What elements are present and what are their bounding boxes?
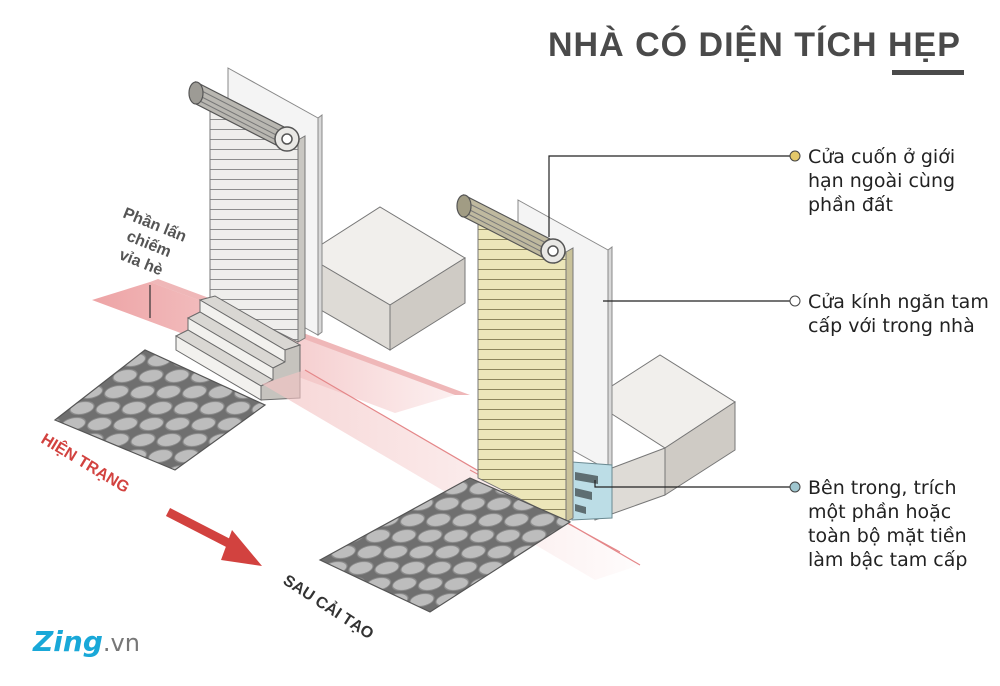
page-title: NHÀ CÓ DIỆN TÍCH HẸP xyxy=(548,26,961,64)
callout-shutter-line-1: Cửa cuốn ở giới xyxy=(808,146,956,168)
callout-steps-line-1: Bên trong, trích xyxy=(808,477,957,499)
transition-arrow xyxy=(165,507,262,566)
callout-dot-1 xyxy=(789,150,801,162)
callout-shutter: Cửa cuốn ở giới hạn ngoài cùng phần đất xyxy=(808,145,955,217)
callout-dot-2 xyxy=(789,295,801,307)
callout-leaders xyxy=(548,150,801,493)
callout-steps-line-3: toàn bộ mặt tiền xyxy=(808,525,967,547)
callout-glass-line-2: cấp với trong nhà xyxy=(808,315,975,337)
callout-glass: Cửa kính ngăn tam cấp với trong nhà xyxy=(808,290,989,338)
zing-logo[interactable]: Zing.vn xyxy=(33,625,140,658)
shutter-roller-after xyxy=(456,194,566,264)
floor-slab-after-side xyxy=(664,401,736,496)
callout-steps: Bên trong, trích một phần hoặc toàn bộ m… xyxy=(808,476,967,572)
callout-glass-line-1: Cửa kính ngăn tam xyxy=(808,291,989,313)
title-underline xyxy=(892,70,964,75)
logo-suffix: .vn xyxy=(102,629,140,657)
encroach-label: Phần lấn chiếm vỉa hè xyxy=(117,205,189,279)
before-scene xyxy=(53,67,470,471)
steps-after xyxy=(571,461,613,521)
callout-steps-line-2: một phần hoặc xyxy=(808,501,952,523)
after-scene xyxy=(262,194,736,613)
label-after: SAU CẢI TẠO xyxy=(280,570,378,643)
callout-shutter-line-2: hạn ngoài cùng xyxy=(808,170,956,192)
steps-before xyxy=(174,295,302,401)
callout-shutter-line-3: phần đất xyxy=(808,194,893,216)
sidewalk-after xyxy=(318,477,572,613)
logo-brand: Zing xyxy=(33,625,103,658)
callout-dot-3 xyxy=(789,481,801,493)
shutter-roller-before xyxy=(188,81,300,152)
callout-steps-line-4: làm bậc tam cấp xyxy=(808,549,968,571)
floor-slab-before-side xyxy=(389,257,466,351)
sidewalk-before xyxy=(53,349,267,471)
